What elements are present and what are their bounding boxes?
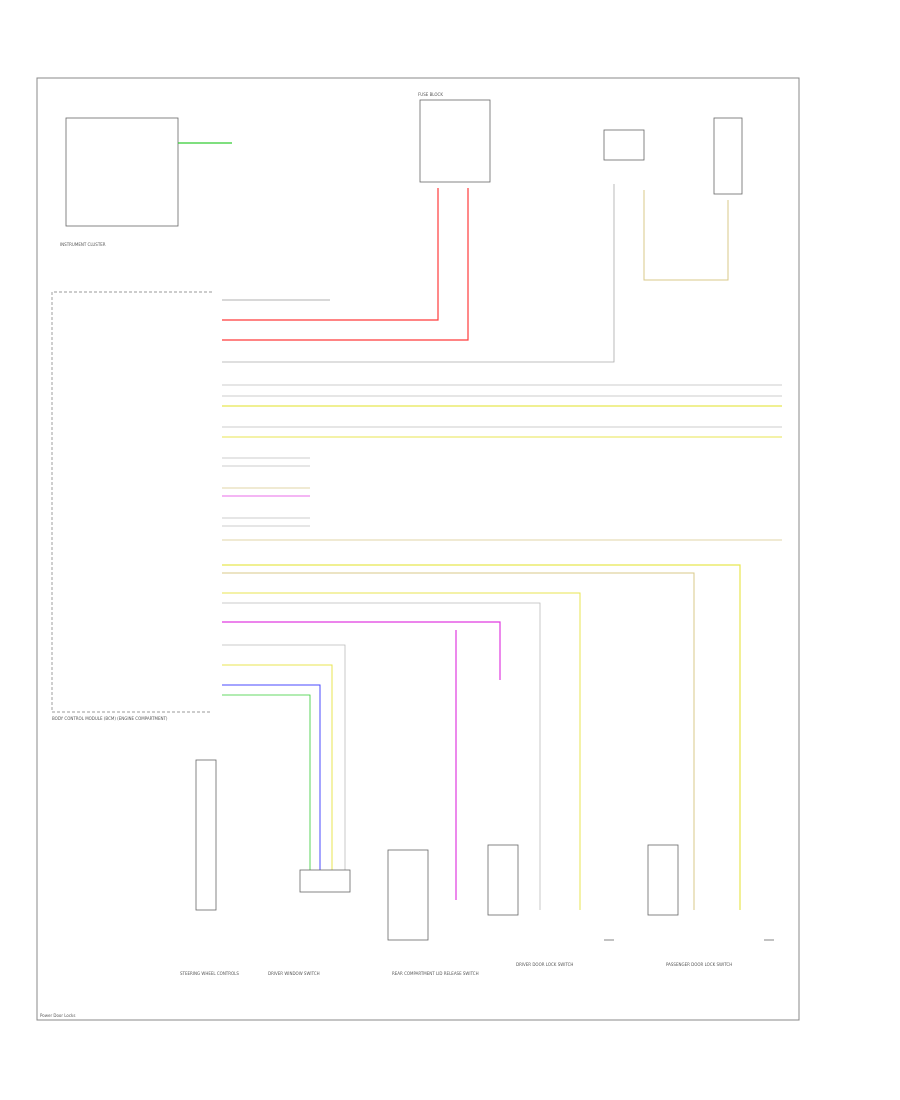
steering-wheel-controls-box (195, 759, 217, 911)
wire-magenta (222, 621, 501, 680)
fuse-block-label: FUSE BLOCK (418, 92, 443, 97)
wire-blue-low (222, 684, 321, 870)
wire-green-low (222, 694, 311, 870)
wire-tan-right-2 (222, 572, 695, 910)
instrument-cluster-box (65, 117, 179, 227)
wire-gray-1 (222, 184, 615, 363)
steering-wheel-controls-label: STEERING WHEEL CONTROLS (180, 971, 239, 976)
instrument-cluster-label: INSTRUMENT CLUSTER (60, 242, 106, 247)
wire-yellow-mid (222, 592, 581, 910)
bcm-label: BODY CONTROL MODULE (BCM) (ENGINE COMPAR… (52, 716, 168, 721)
wire-yellow-right-1 (222, 564, 741, 910)
rear-lid-release-box (713, 117, 743, 195)
wire-tan-loop (643, 190, 729, 281)
remote-keyless-module-box (603, 129, 645, 161)
wire-gray-mid (222, 602, 541, 910)
passenger-lock-switch-label: PASSENGER DOOR LOCK SWITCH (666, 962, 732, 967)
fuse-block-box (419, 99, 491, 183)
wire-gray-low1 (222, 644, 346, 870)
wire-yellow-low (222, 664, 333, 870)
bcm-boundary (51, 291, 212, 713)
rear-lid-release-lower-box (387, 849, 429, 941)
rear-lid-release-label: REAR COMPARTMENT LID RELEASE SWITCH (392, 971, 479, 976)
driver-window-switch-box (299, 869, 351, 893)
driver-window-switch-label: DRIVER WINDOW SWITCH (268, 971, 320, 976)
diagram-frame (36, 77, 800, 1021)
driver-lock-switch-label: DRIVER DOOR LOCK SWITCH (516, 962, 573, 967)
wire-red-2 (222, 188, 469, 341)
wire-red-1 (222, 188, 439, 321)
passenger-lock-switch-box (647, 844, 679, 916)
driver-lock-switch-box (487, 844, 519, 916)
page-label: Power Door Locks (40, 1013, 75, 1018)
